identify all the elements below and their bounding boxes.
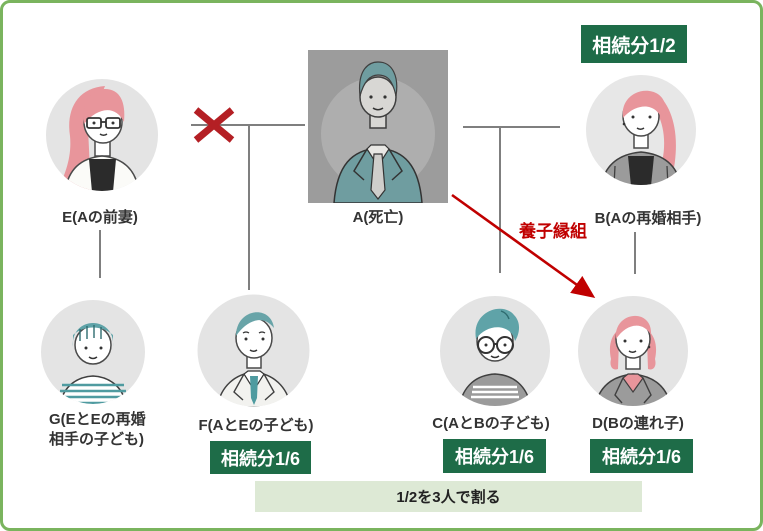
badge-share-d: 相続分1/6	[590, 439, 693, 473]
avatar-d-illustration	[578, 296, 688, 406]
child-line-d	[634, 232, 636, 274]
marriage-line-a-b	[463, 126, 560, 128]
label-person-c: C(AとBの子ども)	[432, 415, 550, 432]
avatar-c-illustration	[440, 296, 550, 406]
label-person-d: D(Bの連れ子)	[592, 415, 684, 432]
label-person-a: A(死亡)	[352, 209, 404, 226]
label-person-f: F(AとEの子ども)	[198, 417, 314, 434]
child-line-f	[248, 124, 250, 290]
avatar-b-illustration	[586, 75, 696, 185]
division-note-bar: 1/2を3人で割る	[255, 481, 642, 512]
child-line-g	[99, 230, 101, 278]
avatar-g-illustration	[41, 300, 145, 404]
badge-share-b: 相続分1/2	[581, 25, 687, 63]
divorce-x-icon	[193, 107, 235, 143]
photo-a-deceased	[308, 50, 448, 203]
adoption-arrow	[451, 193, 596, 299]
label-person-e: E(Aの前妻)	[62, 209, 138, 226]
avatar-f-illustration	[197, 294, 310, 407]
child-line-c	[499, 126, 501, 273]
avatar-e-illustration	[46, 79, 158, 191]
adoption-label: 養子縁組	[519, 222, 587, 241]
badge-share-f: 相続分1/6	[210, 441, 311, 474]
label-person-g: G(EとEの再婚 相手の子ども)	[49, 411, 146, 448]
badge-share-c: 相続分1/6	[443, 439, 546, 473]
label-person-b: B(Aの再婚相手)	[594, 210, 702, 227]
